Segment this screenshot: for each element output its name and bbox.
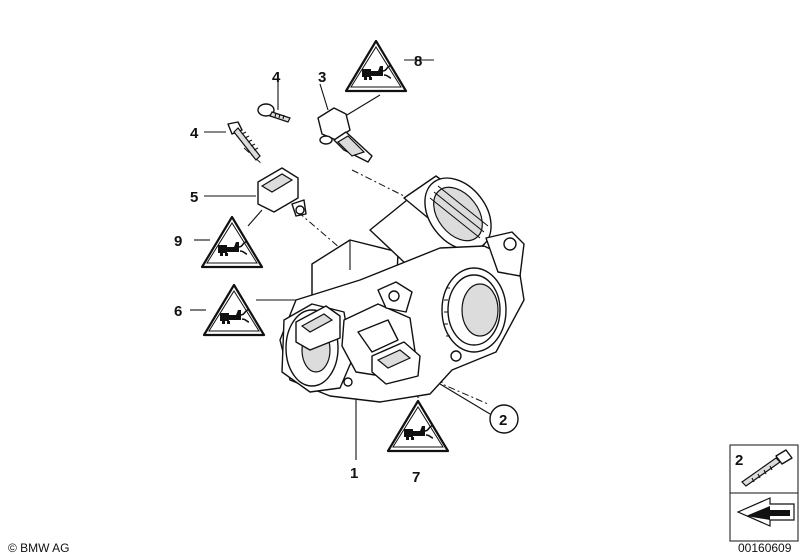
- callout-6: 6: [174, 303, 182, 320]
- bolt-left: [227, 121, 261, 161]
- direction-arrow-icon: [736, 497, 795, 527]
- warning-icon-8: [344, 39, 408, 93]
- bolt-inset: [741, 449, 793, 487]
- callout-2-circled: 2: [489, 404, 519, 434]
- callout-4-left: 4: [190, 125, 199, 142]
- bracket: [257, 167, 307, 217]
- svg-text:2: 2: [499, 412, 507, 429]
- inset-label: 2: [735, 452, 743, 469]
- warning-icon-6: [202, 283, 266, 337]
- screw-top: [257, 103, 291, 123]
- callout-7: 7: [412, 469, 420, 486]
- throttle-body: [279, 175, 525, 403]
- warning-icon-7: [386, 399, 450, 453]
- diagram-number: 00160609: [738, 541, 792, 555]
- callout-5: 5: [190, 189, 198, 206]
- inset-panel: 2: [729, 444, 799, 542]
- callout-1: 1: [350, 465, 358, 482]
- sensor: [317, 107, 373, 163]
- callout-9: 9: [174, 233, 182, 250]
- callout-3: 3: [318, 69, 326, 86]
- callout-8: 8: [414, 53, 422, 70]
- callout-4-top: 4: [272, 69, 281, 86]
- copyright-text: © BMW AG: [8, 541, 70, 555]
- warning-icon-9: [200, 215, 264, 269]
